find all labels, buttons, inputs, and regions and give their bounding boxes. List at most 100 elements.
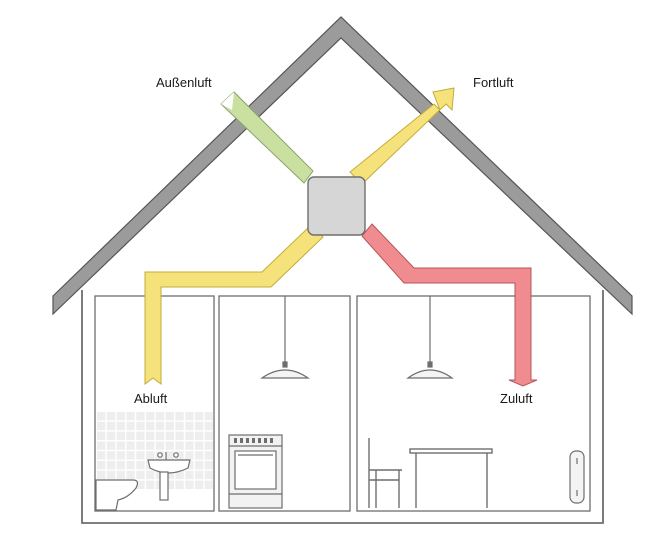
tile: [165, 441, 174, 450]
tile: [146, 421, 155, 431]
tile: [195, 451, 204, 460]
tile: [126, 421, 135, 431]
tile: [185, 421, 194, 431]
tile: [106, 431, 116, 440]
tile: [136, 431, 145, 440]
toilet-icon: [95, 479, 139, 511]
tile: [165, 421, 174, 431]
tile: [155, 441, 165, 450]
tile: [165, 480, 174, 489]
aussenluft-arrow-tail: [221, 92, 234, 110]
tile: [97, 421, 106, 431]
tile: [195, 461, 204, 470]
tile: [175, 480, 184, 489]
tile: [195, 441, 204, 450]
tile: [185, 441, 194, 450]
tile: [185, 461, 194, 470]
tile: [106, 421, 116, 431]
tile: [185, 431, 194, 440]
tile: [175, 431, 184, 440]
house-walls: [81, 290, 604, 524]
tile: [97, 431, 106, 440]
tile: [136, 480, 145, 489]
tile: [126, 470, 135, 480]
tile: [126, 412, 135, 421]
abluft-arrow: [144, 225, 324, 385]
tile: [185, 470, 194, 480]
tile: [126, 431, 135, 440]
tile: [146, 480, 155, 489]
tile: [155, 431, 165, 440]
tile: [175, 451, 184, 460]
tile: [185, 480, 194, 489]
tile: [195, 421, 204, 431]
label-abluft: Abluft: [134, 391, 168, 406]
tile: [106, 470, 116, 480]
tile: [165, 431, 174, 440]
tile: [146, 431, 155, 440]
tile: [136, 412, 145, 421]
tile: [97, 461, 106, 470]
tile: [106, 412, 116, 421]
tile: [204, 451, 214, 460]
tile: [97, 451, 106, 460]
tile: [185, 412, 194, 421]
tile: [116, 451, 125, 460]
tile: [116, 461, 125, 470]
tile: [204, 461, 214, 470]
tile: [116, 441, 125, 450]
tile: [185, 451, 194, 460]
tile: [165, 470, 174, 480]
tile: [195, 412, 204, 421]
tile: [165, 451, 174, 460]
tile: [97, 441, 106, 450]
chair-icon: [368, 438, 402, 508]
tile: [116, 431, 125, 440]
tile: [155, 412, 165, 421]
room-living: [356, 295, 591, 512]
tile: [136, 421, 145, 431]
label-zuluft: Zuluft: [500, 391, 533, 406]
tile: [204, 412, 214, 421]
fortluft-arrow: [349, 87, 455, 185]
tile: [136, 470, 145, 480]
tile: [204, 431, 214, 440]
sink-icon: [147, 452, 191, 501]
tile: [175, 441, 184, 450]
tile: [146, 451, 155, 460]
radiator-icon: [569, 450, 585, 504]
pendant-lamp-icon: [260, 296, 310, 379]
roof: [52, 16, 633, 316]
pendant-lamp-icon: [406, 296, 454, 379]
tile: [116, 412, 125, 421]
ventilation-unit-icon: [307, 176, 366, 236]
tile: [97, 470, 106, 480]
tile: [106, 461, 116, 470]
tile: [204, 480, 214, 489]
tile: [136, 451, 145, 460]
zuluft-arrow: [361, 223, 538, 387]
label-aussenluft: Außenluft: [156, 75, 212, 90]
tile: [146, 412, 155, 421]
tile: [175, 470, 184, 480]
tile: [146, 470, 155, 480]
tile: [136, 441, 145, 450]
tile: [195, 470, 204, 480]
tile: [126, 441, 135, 450]
tile: [116, 421, 125, 431]
tile: [126, 461, 135, 470]
tile: [136, 461, 145, 470]
tile: [195, 431, 204, 440]
stove-icon: [228, 434, 283, 509]
tile: [106, 441, 116, 450]
tile: [165, 412, 174, 421]
tile: [204, 421, 214, 431]
tile: [116, 470, 125, 480]
tile: [204, 470, 214, 480]
tile: [175, 412, 184, 421]
tile: [97, 412, 106, 421]
tile: [155, 421, 165, 431]
tile: [204, 441, 214, 450]
label-fortluft: Fortluft: [473, 75, 514, 90]
